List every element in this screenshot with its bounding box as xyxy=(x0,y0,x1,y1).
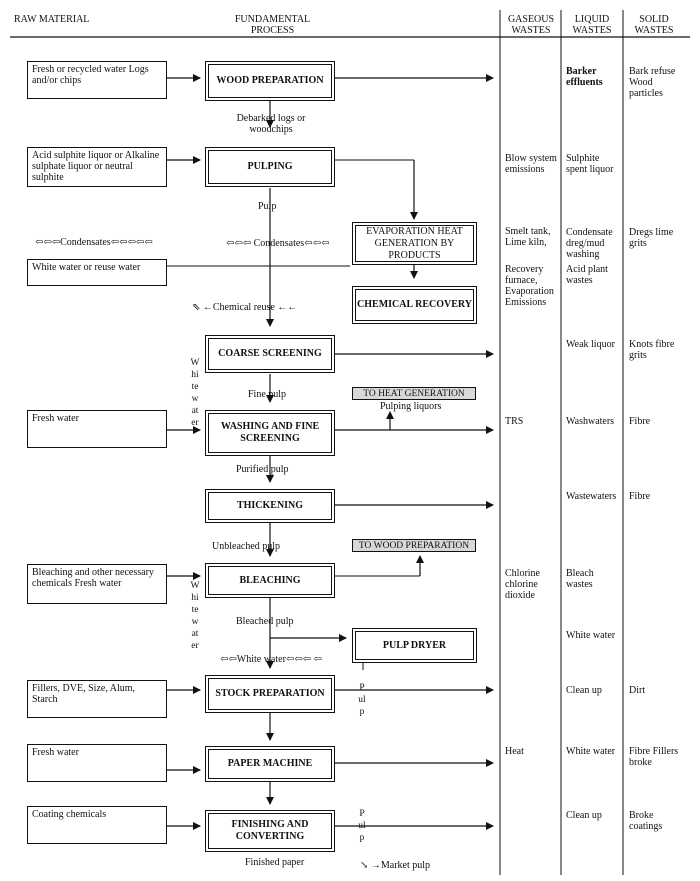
process-thickening: THICKENING xyxy=(205,489,335,523)
flow-label-pulp: Pulp xyxy=(258,201,277,212)
flow-label-chemical-reuse: ⇖ ←Chemical reuse ←← xyxy=(192,302,298,313)
process-coarse-screening: COARSE SCREENING xyxy=(205,335,335,373)
solid-waste-item: Bark refuse Wood particles xyxy=(629,66,676,99)
solid-waste-item: Knots fibre grits xyxy=(629,339,675,361)
process-label: BLEACHING xyxy=(239,574,301,586)
raw-material-text: Acid sulphite liquor or Alkaline sulphat… xyxy=(32,150,160,183)
process-label: PULPING xyxy=(247,161,293,172)
process-evaporation: EVAPORATION HEAT GENERATION BY PRODUCTS xyxy=(352,222,477,265)
vertical-label-pulp: Pulp xyxy=(358,809,366,843)
flow-label-unbleached-pulp: Unbleached pulp xyxy=(212,541,281,552)
raw-material-box: Bleaching and other necessary chemicals … xyxy=(27,564,167,604)
header-fundamental-process: FUNDAMENTAL PROCESS xyxy=(234,14,311,36)
flow-label-bleached-pulp: Bleached pulp xyxy=(236,616,294,627)
flow-label-condensates-left: ⇦⇦⇦Condensates⇦⇦⇦⇦⇦ xyxy=(35,237,153,248)
gaseous-waste-item: Smelt tank, Lime kiln, xyxy=(505,226,551,248)
liquid-waste-item: Condensate dreg/mud washing xyxy=(566,227,613,260)
process-label: WASHING AND FINE SCREENING xyxy=(220,421,320,444)
raw-material-box: Fresh water xyxy=(27,410,167,448)
process-washing-fine-screening: WASHING AND FINE SCREENING xyxy=(205,410,335,456)
process-label: FINISHING AND CONVERTING xyxy=(231,819,309,842)
raw-material-text: Coating chemicals xyxy=(32,809,107,820)
process-pulp-dryer: PULP DRYER xyxy=(352,628,477,663)
vertical-label-pulp: Pulp xyxy=(358,683,366,717)
process-wood-preparation: WOOD PREPARATION xyxy=(205,61,335,101)
header-raw-material: RAW MATERIAL xyxy=(14,14,90,25)
gaseous-waste-item: Blow system emissions xyxy=(505,153,557,175)
process-finishing-converting: FINISHING AND CONVERTING xyxy=(205,810,335,852)
raw-material-text: Fillers, DVE, Size, Alum, Starch xyxy=(32,683,136,705)
raw-material-text: Fresh water xyxy=(32,747,79,758)
liquid-waste-item: Barker effluents xyxy=(566,66,603,88)
raw-material-box: Fresh water xyxy=(27,744,167,782)
flow-label-condensates-right: ⇦⇦⇦ Condensates⇦⇦⇦ xyxy=(226,238,330,249)
raw-material-text: Bleaching and other necessary chemicals … xyxy=(32,567,154,589)
liquid-waste-item: Wastewaters xyxy=(566,491,617,502)
process-label: COARSE SCREENING xyxy=(218,348,322,359)
liquid-waste-item: Washwaters xyxy=(566,416,615,427)
header-gaseous-wastes: GASEOUS WASTES xyxy=(507,14,555,36)
solid-waste-item: Fibre xyxy=(629,491,651,502)
process-paper-machine: PAPER MACHINE xyxy=(205,746,335,782)
raw-material-text: White water or reuse water xyxy=(32,262,141,273)
raw-material-box: Fillers, DVE, Size, Alum, Starch xyxy=(27,680,167,718)
gaseous-waste-item: TRS xyxy=(505,416,524,427)
gaseous-waste-item: Heat xyxy=(505,746,524,757)
flow-label-white-water-return: ⇦⇦White water⇦⇦⇦ ⇦ xyxy=(220,654,322,665)
solid-waste-item: Fibre Fillers broke xyxy=(629,746,679,768)
solid-waste-item: Dirt xyxy=(629,685,646,696)
to-heat-generation-box: TO HEAT GENERATION xyxy=(352,387,476,400)
gaseous-waste-item: Recovery furnace, Evaporation Emissions xyxy=(505,264,554,308)
raw-material-text: Fresh or recycled water Logs and/or chip… xyxy=(32,64,149,86)
solid-waste-item: Broke coatings xyxy=(629,810,663,832)
process-chemical-recovery: CHEMICAL RECOVERY xyxy=(352,286,477,324)
process-label: PAPER MACHINE xyxy=(227,758,313,769)
gaseous-waste-item: Chlorine chlorine dioxide xyxy=(505,568,540,601)
flow-label-pulping-liquors: Pulping liquors xyxy=(380,401,442,412)
flow-label-purified-pulp: Purified pulp xyxy=(236,464,289,475)
liquid-waste-item: Clean up xyxy=(566,685,602,696)
process-bleaching: BLEACHING xyxy=(205,563,335,598)
liquid-waste-item: Weak liquor xyxy=(566,339,615,350)
process-stock-preparation: STOCK PREPARATION xyxy=(205,675,335,713)
liquid-waste-item: White water xyxy=(566,630,616,641)
liquid-waste-item: White water xyxy=(566,746,616,757)
liquid-waste-item: Bleach wastes xyxy=(566,568,594,590)
raw-material-box: Acid sulphite liquor or Alkaline sulphat… xyxy=(27,147,167,187)
process-pulping: PULPING xyxy=(205,147,335,187)
raw-material-box: Coating chemicals xyxy=(27,806,167,844)
vertical-label-white-water: White water xyxy=(190,358,200,428)
solid-waste-item: Dregs lime grits xyxy=(629,227,674,249)
flow-label-market-pulp: ↘ →Market pulp xyxy=(360,860,431,871)
process-label: CHEMICAL RECOVERY xyxy=(357,299,472,310)
liquid-waste-item: Sulphite spent liquor xyxy=(566,153,614,175)
solid-waste-item: Fibre xyxy=(629,416,651,427)
process-label: THICKENING xyxy=(236,500,304,511)
raw-material-box: Fresh or recycled water Logs and/or chip… xyxy=(27,61,167,99)
flow-label-finished-paper: Finished paper xyxy=(245,857,305,868)
liquid-waste-item: Clean up xyxy=(566,810,602,821)
process-label: PULP DRYER xyxy=(382,639,447,651)
header-liquid-wastes: LIQUID WASTES xyxy=(572,14,612,36)
process-label: WOOD PREPARATION xyxy=(216,75,324,86)
raw-material-box: White water or reuse water xyxy=(27,259,167,286)
to-wood-preparation-box: TO WOOD PREPARATION xyxy=(352,539,476,552)
raw-material-text: Fresh water xyxy=(32,413,79,424)
process-label: STOCK PREPARATION xyxy=(215,688,325,699)
vertical-label-white-water: White water xyxy=(190,581,200,651)
liquid-waste-item: Acid plant wastes xyxy=(566,264,608,286)
flow-label-debarked: Debarked logs or woodchips xyxy=(236,113,306,135)
header-solid-wastes: SOLID WASTES xyxy=(634,14,674,36)
process-label: EVAPORATION HEAT GENERATION BY PRODUCTS xyxy=(366,225,463,261)
flow-label-fine-pulp: Fine pulp xyxy=(248,389,287,400)
